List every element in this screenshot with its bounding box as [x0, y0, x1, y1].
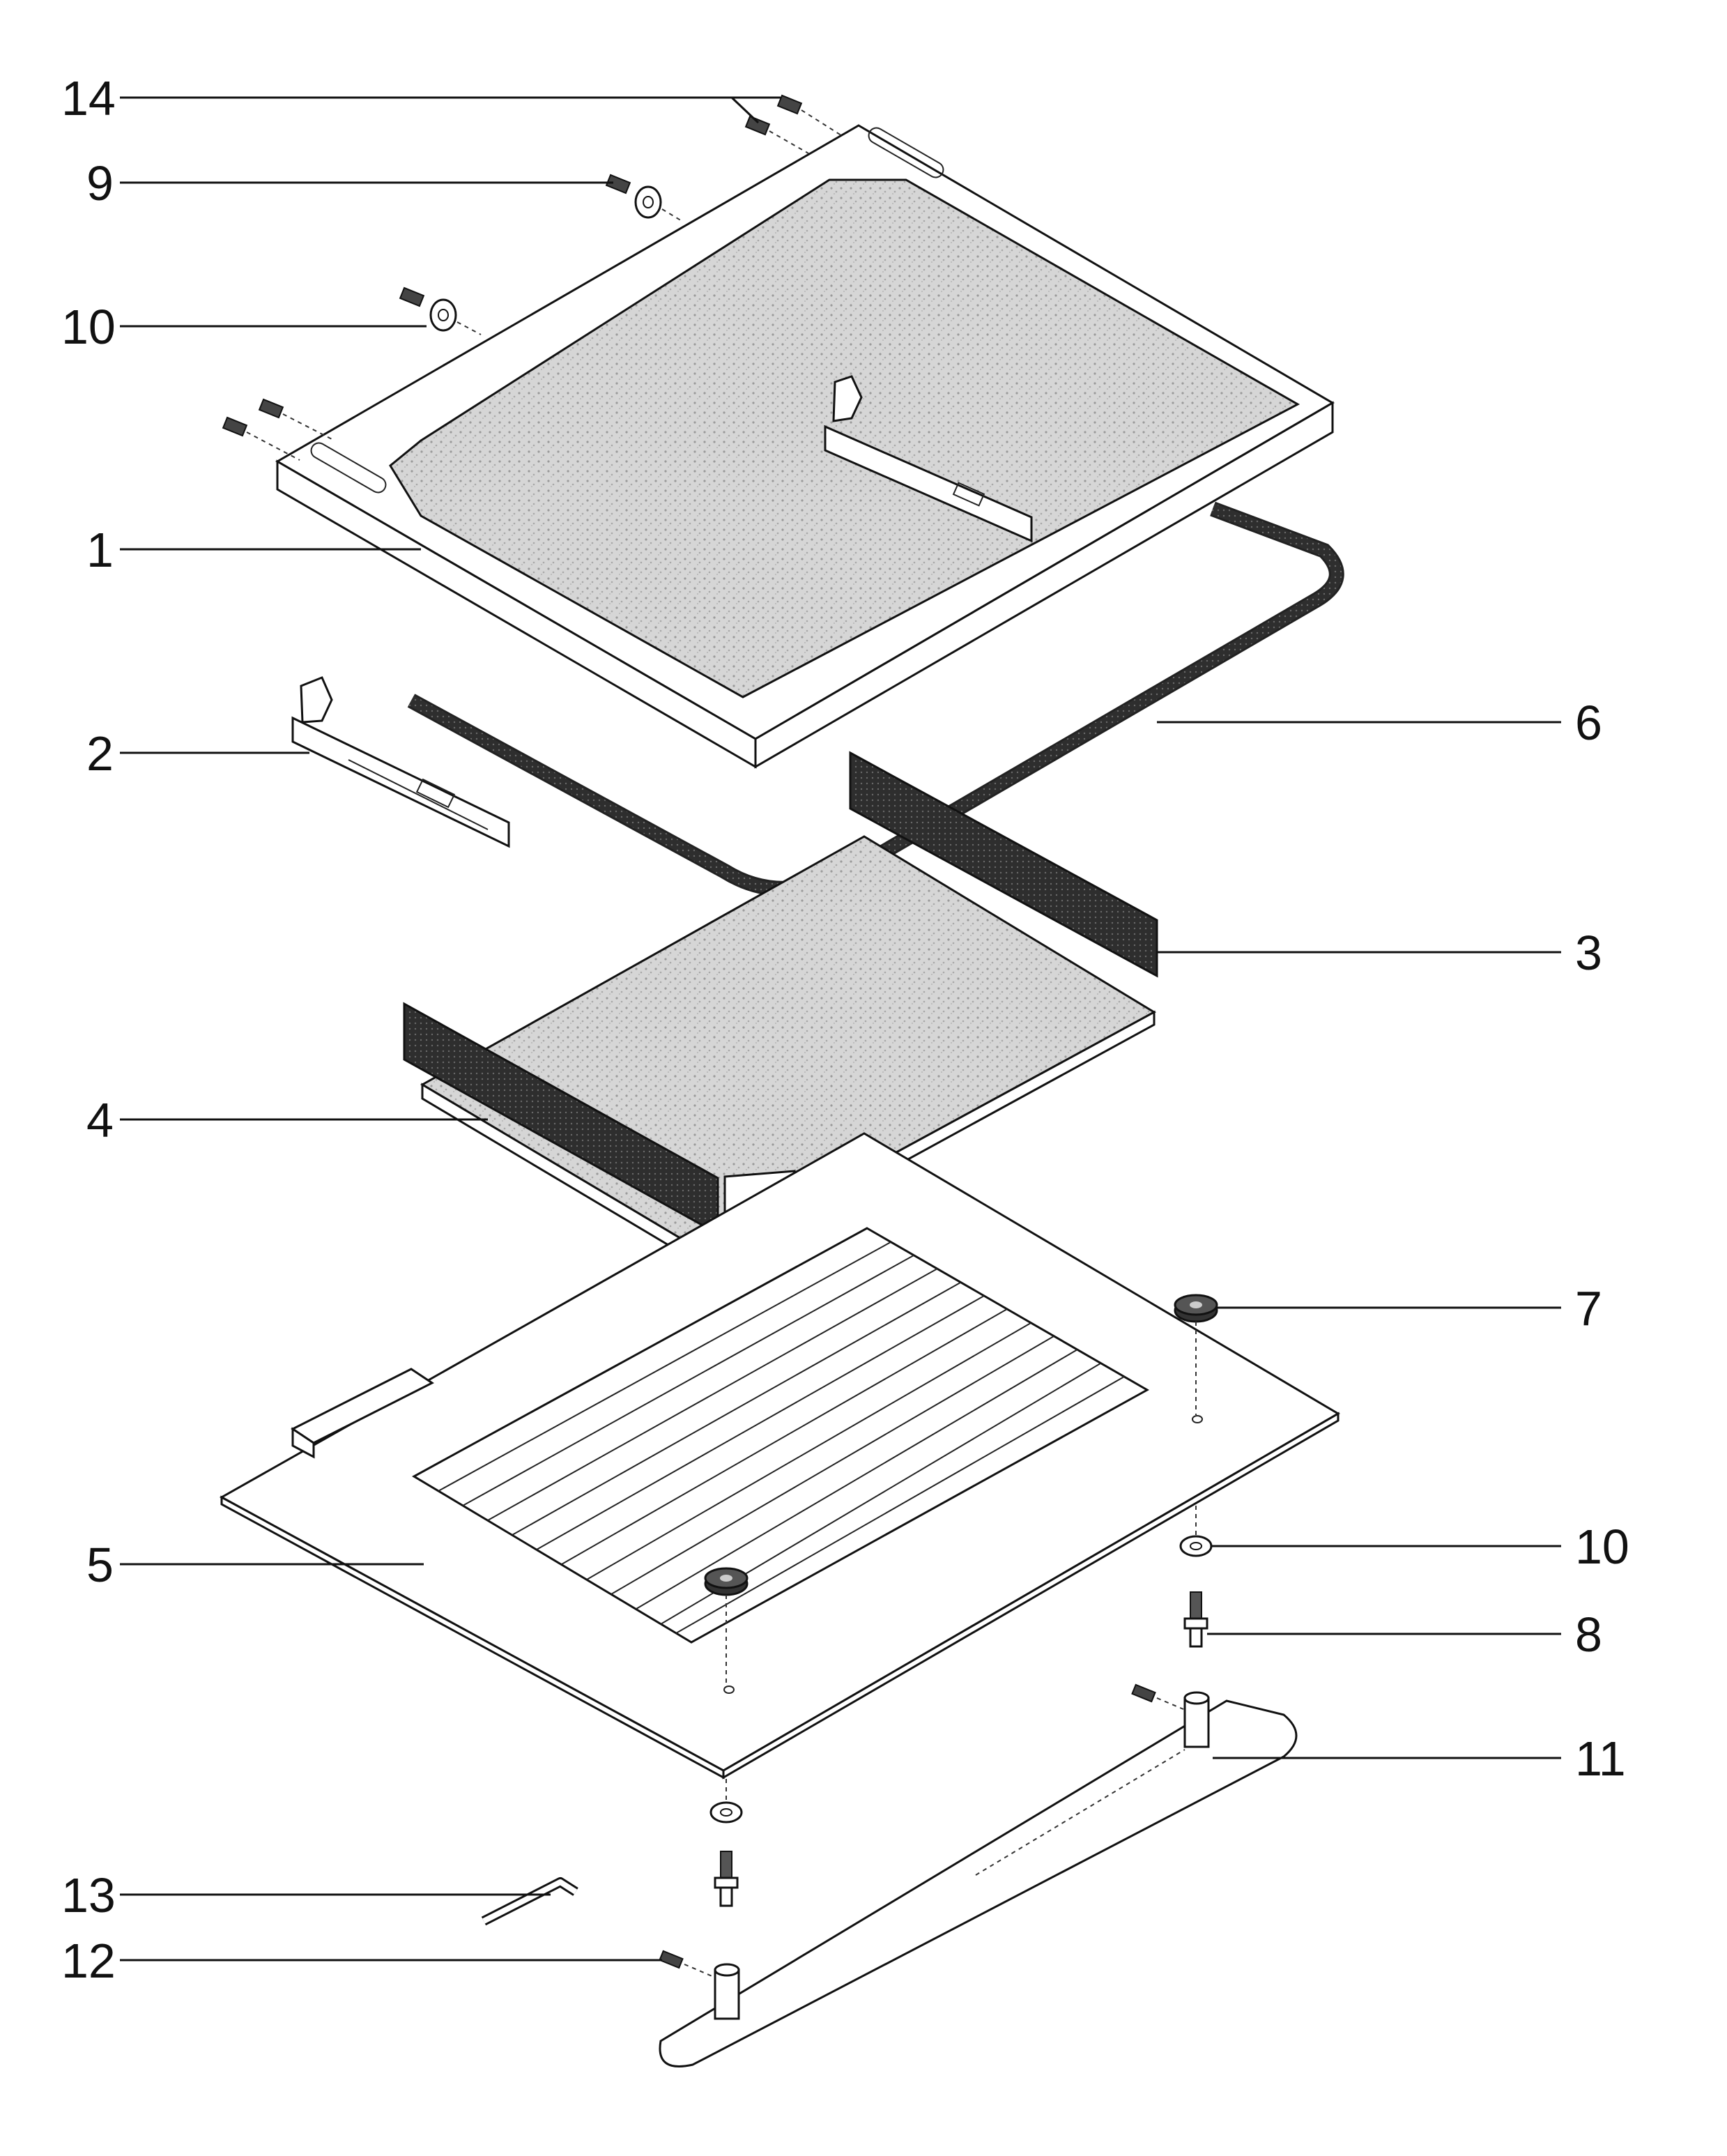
callout-4: 4 [86, 1093, 114, 1147]
washer-9 [634, 185, 662, 219]
top-cover-frame [275, 124, 1335, 769]
grommet-right [1174, 1294, 1218, 1323]
callout-10-right: 10 [1575, 1520, 1629, 1574]
callout-7: 7 [1575, 1281, 1602, 1336]
washer-left [709, 1801, 743, 1824]
callout-1: 1 [86, 523, 114, 577]
callout-2: 2 [86, 726, 114, 781]
door-handle [659, 1691, 1298, 2067]
callout-14: 14 [61, 71, 116, 125]
callout-8: 8 [1575, 1607, 1602, 1662]
screw-10-top [399, 286, 425, 307]
bolt-right [1183, 1591, 1208, 1648]
set-screw-left [659, 1950, 684, 1969]
grommet-left [704, 1567, 749, 1596]
screw-left-b [222, 416, 248, 437]
callout-11: 11 [1575, 1731, 1626, 1786]
glass-panel [219, 1132, 1340, 1780]
washer-10-top [429, 298, 457, 332]
set-screw-right [1131, 1683, 1156, 1703]
cover-latch [824, 375, 1033, 543]
washer-right [1179, 1535, 1213, 1557]
callout-3: 3 [1575, 926, 1602, 980]
callout-12: 12 [61, 1934, 116, 1988]
latch-assembly [291, 676, 510, 848]
callout-9: 9 [86, 156, 114, 211]
screw-14-a [776, 94, 803, 115]
screw-14-b [744, 115, 771, 136]
screw-9 [605, 174, 631, 194]
allen-key [481, 1877, 578, 1926]
callout-10-top: 10 [61, 300, 116, 354]
callout-5: 5 [86, 1538, 114, 1592]
screw-left-a [258, 398, 284, 419]
callout-13: 13 [61, 1868, 116, 1922]
insulation-strip-right [849, 751, 1158, 978]
bolt-left [714, 1851, 739, 1907]
callout-6: 6 [1575, 696, 1602, 750]
